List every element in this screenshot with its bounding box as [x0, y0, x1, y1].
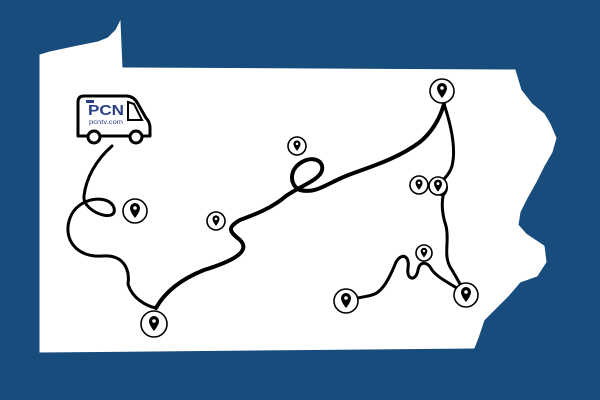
location-pin-icon	[437, 83, 447, 98]
van-brand-text: PCN	[88, 102, 124, 119]
location-pin-icon	[293, 140, 301, 151]
route-southeast	[344, 254, 468, 304]
marker-7[interactable]	[287, 136, 307, 156]
marker-1[interactable]	[429, 78, 455, 104]
marker-10[interactable]	[415, 244, 433, 262]
marker-3[interactable]	[140, 310, 168, 338]
location-pin-icon	[212, 215, 220, 226]
marker-8[interactable]	[206, 211, 226, 231]
location-pin-icon	[341, 293, 351, 308]
van-icon	[76, 94, 152, 145]
location-pin-icon	[130, 203, 140, 218]
location-pin-icon	[420, 247, 428, 258]
marker-4[interactable]	[333, 288, 359, 314]
location-pin-icon	[434, 179, 442, 192]
pcn-van: PCN pcntv.com	[76, 94, 152, 145]
location-pin-icon	[149, 316, 159, 331]
route-central	[154, 102, 446, 310]
route-west	[66, 144, 158, 310]
location-pin-icon	[461, 287, 471, 302]
van-url-text: pcntv.com	[89, 119, 123, 126]
marker-2[interactable]	[122, 198, 148, 224]
marker-5[interactable]	[453, 282, 479, 308]
marker-6[interactable]	[428, 176, 448, 196]
location-pin-icon	[415, 179, 423, 190]
marker-9[interactable]	[409, 175, 429, 195]
